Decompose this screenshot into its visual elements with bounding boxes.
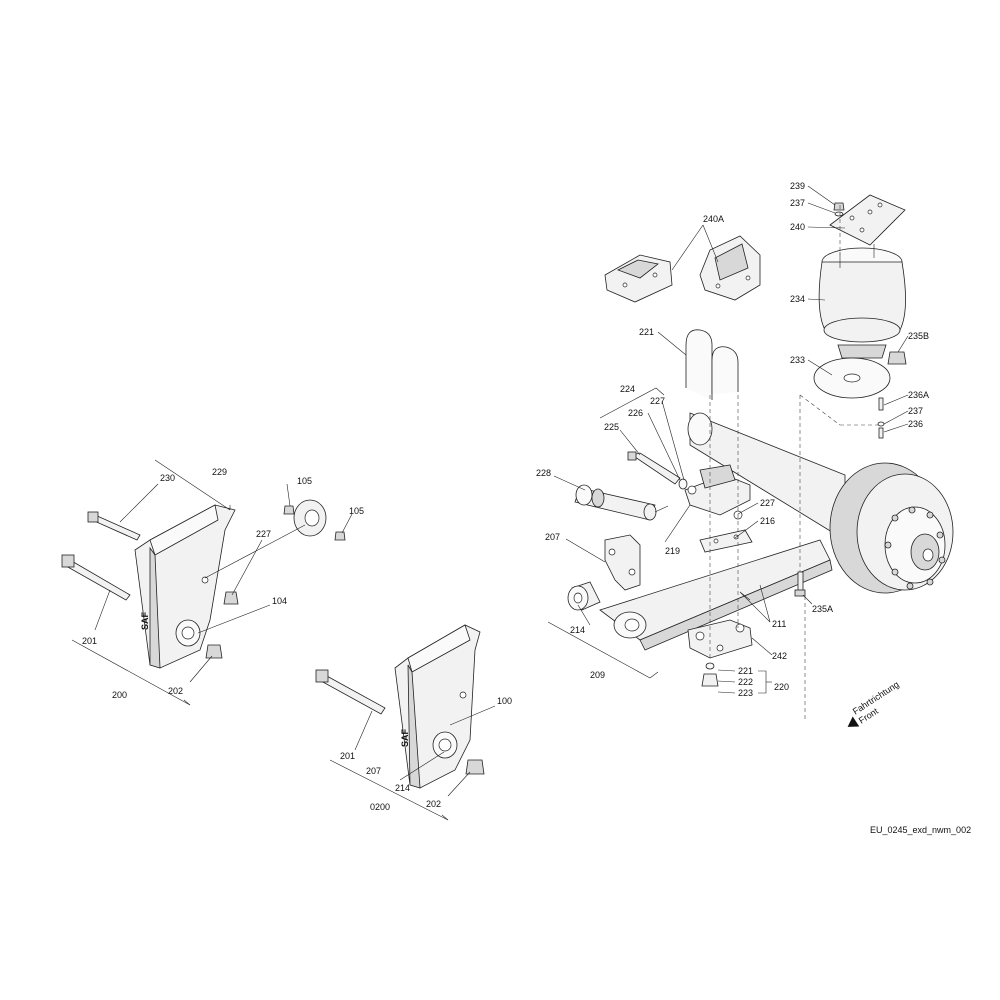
callout-105-b: 105 <box>349 506 364 516</box>
nut-105-b <box>334 531 346 541</box>
callout-207-right: 207 <box>545 532 560 542</box>
brand-mark-1: SAF <box>140 611 150 630</box>
arrow-head-icon <box>847 716 860 727</box>
bracket-207 <box>604 534 641 591</box>
callout-0200: 0200 <box>370 802 390 812</box>
nut-105-a <box>283 505 295 515</box>
washer-227 <box>678 478 688 490</box>
nut-stack-220 <box>701 662 719 687</box>
bushing-104 <box>293 499 327 537</box>
bolt-236A <box>878 397 884 411</box>
callout-201-left: 201 <box>82 636 97 646</box>
axle-tube <box>687 412 846 541</box>
callout-237: 237 <box>790 198 805 208</box>
nut-202-left <box>205 644 223 659</box>
callout-221-b: 221 <box>738 666 753 676</box>
callout-236: 236 <box>908 419 923 429</box>
spacer-block-240A-left <box>604 254 673 303</box>
clamp-plate-242 <box>687 619 753 659</box>
axle-seat-219 <box>684 464 751 520</box>
hanger-bracket-200 <box>134 504 236 669</box>
callout-214-left: 214 <box>395 783 410 793</box>
callout-219: 219 <box>665 546 680 556</box>
callout-221: 221 <box>639 327 654 337</box>
callout-100: 100 <box>497 696 512 706</box>
callout-239: 239 <box>790 181 805 191</box>
callout-labels: 239 237 240 240A 234 235B 233 236A 237 2… <box>82 181 929 812</box>
callout-227-top: 227 <box>650 396 665 406</box>
callout-200: 200 <box>112 690 127 700</box>
callout-105-a: 105 <box>297 476 312 486</box>
nut-227-left <box>223 591 239 605</box>
callout-230: 230 <box>160 473 175 483</box>
washer-237-top <box>834 211 844 217</box>
callout-235A: 235A <box>812 604 833 614</box>
washer-237-lower <box>877 421 885 427</box>
drawing-code: EU_0245_exd_nwm_002 <box>870 825 971 835</box>
callout-226: 226 <box>628 408 643 418</box>
callout-222: 222 <box>738 677 753 687</box>
nut-235B <box>887 351 907 365</box>
callout-227-mid: 227 <box>760 498 775 508</box>
clamp-plate-216 <box>699 529 753 553</box>
trailing-arm <box>599 539 833 651</box>
guide-line-4 <box>799 394 841 426</box>
callout-237-lower: 237 <box>908 406 923 416</box>
callout-227-left: 227 <box>256 529 271 539</box>
wheel-studs <box>884 506 946 590</box>
bolt-201-right <box>315 669 386 715</box>
callout-225: 225 <box>604 422 619 432</box>
top-plate-240 <box>829 194 906 246</box>
callout-236A: 236A <box>908 390 929 400</box>
callout-220: 220 <box>774 682 789 692</box>
brake-drum-hub <box>829 462 954 594</box>
callout-240: 240 <box>790 222 805 232</box>
piston-plate-233 <box>813 357 891 399</box>
callout-229: 229 <box>212 467 227 477</box>
bolt-236 <box>878 427 884 439</box>
callout-234: 234 <box>790 294 805 304</box>
callout-207-left: 207 <box>366 766 381 776</box>
callout-214-right: 214 <box>570 625 585 635</box>
callout-228: 228 <box>536 468 551 478</box>
leader-lines <box>71 185 909 821</box>
shock-absorber-228 <box>574 484 669 521</box>
callout-202-left: 202 <box>168 686 183 696</box>
bolt-201-left <box>61 554 131 601</box>
bolt-225 <box>627 451 681 485</box>
air-spring-234 <box>818 244 906 359</box>
callout-224: 224 <box>620 384 635 394</box>
callout-242: 242 <box>772 651 787 661</box>
callout-233: 233 <box>790 355 805 365</box>
bolt-235A <box>794 571 806 597</box>
u-bolts-221 <box>685 329 739 400</box>
callout-216: 216 <box>760 516 775 526</box>
bolt-230 <box>87 511 141 541</box>
spacer-block-240A-right <box>699 235 761 301</box>
direction-arrow: Fahrtrichtung Front <box>847 679 901 727</box>
callout-235B: 235B <box>908 331 929 341</box>
nut-239 <box>833 202 845 211</box>
callout-201-right: 201 <box>340 751 355 761</box>
callout-223: 223 <box>738 688 753 698</box>
callout-211: 211 <box>772 619 786 629</box>
callout-209: 209 <box>590 670 605 680</box>
brand-mark-2: SAF <box>400 728 410 747</box>
callout-240A: 240A <box>703 214 724 224</box>
hanger-bracket-0200 <box>394 624 481 789</box>
bushing-214 <box>567 581 601 611</box>
nut-202-right <box>465 759 485 775</box>
callout-104: 104 <box>272 596 287 606</box>
callout-202-right: 202 <box>426 799 441 809</box>
